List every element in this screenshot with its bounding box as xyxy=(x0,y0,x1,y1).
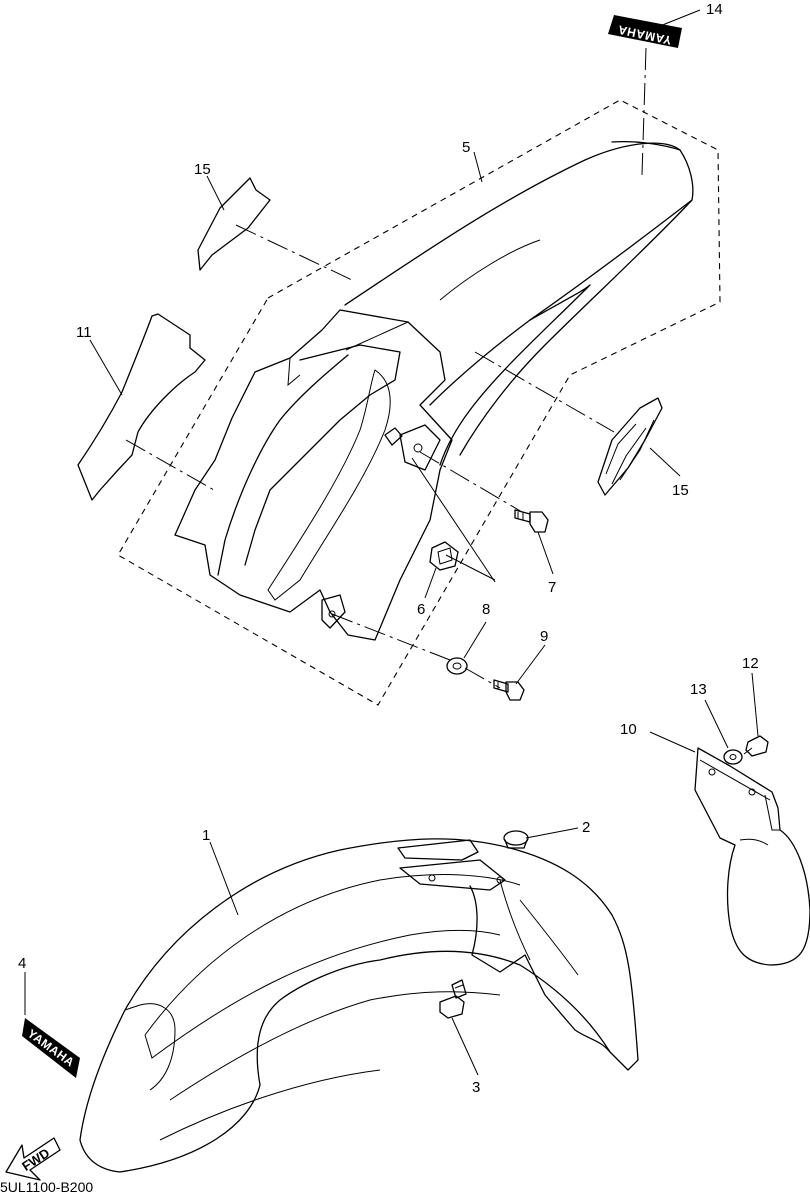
grommet-8 xyxy=(446,657,468,675)
grommet-2 xyxy=(503,830,529,849)
upper-leader-lines xyxy=(125,47,647,689)
callout-1: 1 xyxy=(202,827,210,844)
callout-2: 2 xyxy=(582,819,590,836)
callout-8: 8 xyxy=(482,601,490,618)
callout-5: 5 xyxy=(462,139,470,156)
callout-10: 10 xyxy=(620,721,637,738)
collar-6 xyxy=(429,541,459,571)
callout-13: 13 xyxy=(690,681,707,698)
yamaha-emblem-top: YAMAHA xyxy=(608,15,682,48)
callout-15-right: 15 xyxy=(672,482,689,499)
callout-9: 9 xyxy=(540,628,548,645)
yamaha-decal-front: YAMAHA xyxy=(22,1018,80,1078)
callout-15-left: 15 xyxy=(194,161,211,178)
rear-side-cover xyxy=(77,313,206,501)
fwd-label: FWD xyxy=(19,1145,52,1174)
front-fender xyxy=(79,838,639,1173)
callout-12: 12 xyxy=(742,655,759,672)
callout-6: 6 xyxy=(417,601,425,618)
side-decal-right xyxy=(597,397,663,496)
decal-text-front: YAMAHA xyxy=(25,1026,77,1069)
callout-numbers: 14 5 15 11 15 7 6 8 9 10 12 13 2 1 3 4 xyxy=(18,1,759,1096)
callout-14: 14 xyxy=(706,1,723,18)
callout-leaders xyxy=(24,9,759,1076)
bolt-12 xyxy=(743,735,769,757)
rear-fender xyxy=(344,140,694,466)
bolt-9 xyxy=(493,679,525,701)
rear-inner-fender xyxy=(174,309,453,641)
callout-3: 3 xyxy=(472,1079,480,1096)
callout-4: 4 xyxy=(18,955,26,972)
callout-11: 11 xyxy=(76,324,92,341)
fwd-direction-arrow: FWD xyxy=(5,1137,61,1181)
side-decal-left xyxy=(197,177,271,271)
bolt-3 xyxy=(439,979,467,1019)
rear-fender-group-outline xyxy=(117,99,721,706)
bolt-7 xyxy=(514,509,549,533)
drawing-code: 5UL1100-B200 xyxy=(0,1179,93,1195)
rear-flap-guard xyxy=(694,747,810,966)
washer-13 xyxy=(723,749,743,765)
callout-7: 7 xyxy=(548,579,556,596)
